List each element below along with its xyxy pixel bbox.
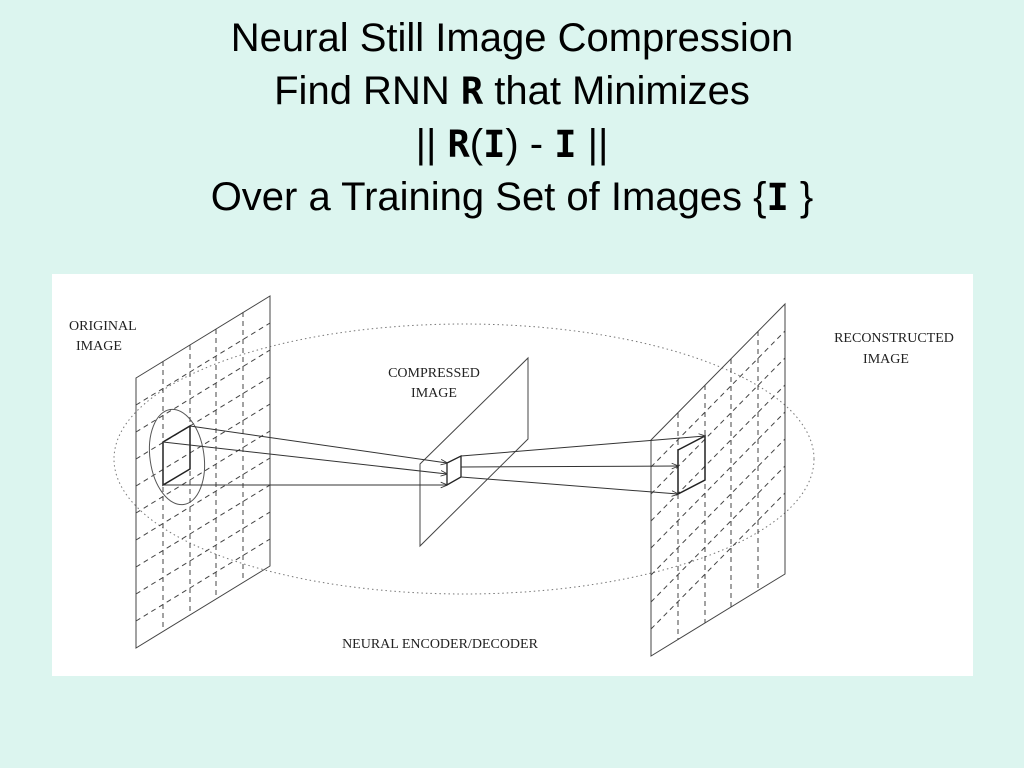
decoder-arrows bbox=[460, 436, 705, 494]
slide-title: Neural Still Image Compression Find RNN … bbox=[0, 12, 1024, 224]
norm-close: || bbox=[576, 122, 609, 166]
title-line-1: Neural Still Image Compression bbox=[0, 12, 1024, 65]
compressed-image-label-line1: COMPRESSED bbox=[388, 366, 480, 381]
reconstructed-image-label-line2: IMAGE bbox=[863, 352, 909, 367]
norm-symbol-i: I bbox=[483, 123, 506, 166]
title-text-4a: Over a Training Set of Images { bbox=[210, 175, 767, 219]
norm-open: || bbox=[415, 122, 448, 166]
original-image-plane bbox=[135, 295, 271, 649]
reconstructed-image-label-line1: RECONSTRUCTED bbox=[834, 331, 954, 346]
reconstructed-image-plane bbox=[650, 302, 786, 657]
encoder-decoder-diagram: ORIGINAL IMAGE COMPRESSED IMAGE RECONSTR… bbox=[69, 295, 954, 657]
title-text-1: Neural Still Image Compression bbox=[230, 16, 794, 60]
encoder-decoder-label: NEURAL ENCODER/DECODER bbox=[342, 637, 539, 652]
original-image-label-line1: ORIGINAL bbox=[69, 319, 137, 334]
title-text-2a: Find RNN bbox=[274, 69, 461, 113]
title-line-2: Find RNN R that Minimizes bbox=[0, 65, 1024, 118]
norm-minus: ) - bbox=[505, 122, 555, 166]
title-line-4: Over a Training Set of Images {I } bbox=[0, 171, 1024, 224]
rnn-symbol-r: R bbox=[460, 70, 484, 113]
original-image-label-line2: IMAGE bbox=[76, 339, 122, 354]
norm-symbol-r: R bbox=[447, 123, 470, 166]
title-text-4b: } bbox=[788, 175, 814, 219]
set-symbol-i: I bbox=[766, 176, 789, 219]
encoder-arrows bbox=[162, 425, 447, 485]
title-text-2b: that Minimizes bbox=[483, 69, 750, 113]
norm-paren-open: ( bbox=[469, 122, 484, 166]
original-image-block bbox=[148, 408, 206, 506]
encoder-decoder-boundary bbox=[113, 323, 815, 595]
norm-symbol-i2: I bbox=[554, 123, 577, 166]
title-line-3: || R(I) - I || bbox=[0, 118, 1024, 171]
diagram-panel: ORIGINAL IMAGE COMPRESSED IMAGE RECONSTR… bbox=[52, 274, 973, 676]
compressed-image-label-line2: IMAGE bbox=[411, 386, 457, 401]
